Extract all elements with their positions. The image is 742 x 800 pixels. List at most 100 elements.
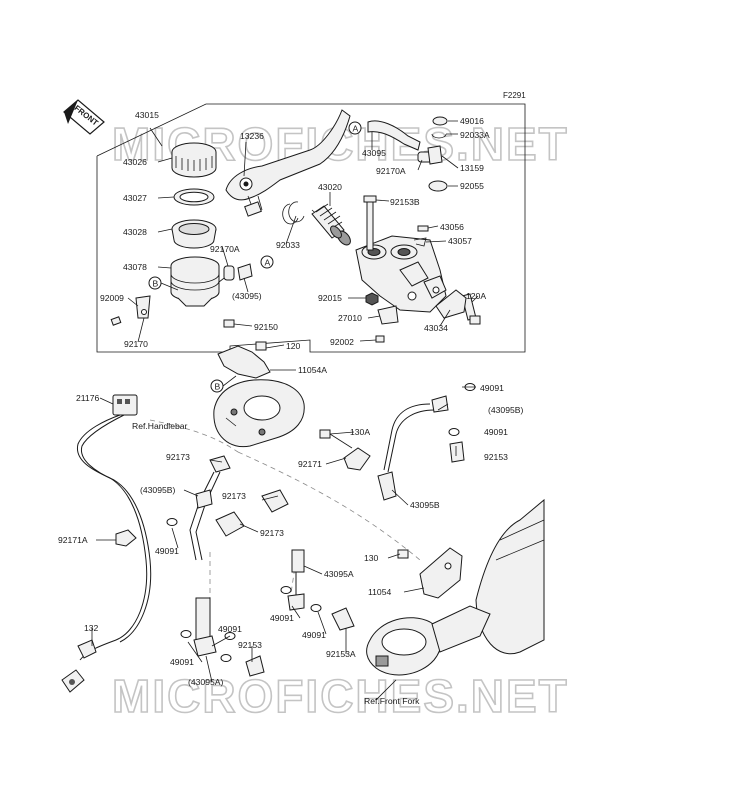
harness-wire: [76, 414, 148, 661]
bolt-92153-b: [245, 655, 265, 677]
callout-labels: 43015 43026 43027 43028 43078 92009 9217…: [58, 110, 523, 706]
callout-43034: 43034: [424, 323, 448, 333]
nut-92015: [365, 292, 379, 306]
hose-43095B: [377, 395, 449, 501]
callout-49091-e: 49091: [302, 630, 326, 640]
bracket-92170: [135, 295, 151, 319]
callout-92055: 92055: [460, 181, 484, 191]
callout-92171A: 92171A: [58, 535, 88, 545]
callout-92150: 92150: [254, 322, 278, 332]
callout-92170: 92170: [124, 339, 148, 349]
washer-49091-f: [180, 630, 192, 638]
handlebar-clamp: [213, 379, 305, 448]
callout-ref-handlebar: Ref.Handlebar: [132, 421, 188, 431]
callout-130A: 130A: [350, 427, 370, 437]
callout-43026: 43026: [123, 157, 147, 167]
callout-49091-d: 49091: [270, 613, 294, 623]
marker-a-1: [260, 255, 274, 269]
clamp-92171A: [115, 529, 137, 547]
callout-92153: 92153: [484, 452, 508, 462]
callout-13159: 13159: [460, 163, 484, 173]
callout-92153-b: 92153: [238, 640, 262, 650]
callout-49091-b: 49091: [484, 427, 508, 437]
callout-43095A: 43095A: [324, 569, 354, 579]
callout-43057: 43057: [448, 236, 472, 246]
reservoir-cap-43026: [171, 142, 217, 178]
callout-43095-top: 43095: [362, 148, 386, 158]
cap-49016: [432, 116, 448, 126]
callout-ref-front-fork: Ref.Front Fork: [364, 696, 420, 706]
callout-92173-c: 92173: [260, 528, 284, 538]
bolt-92153B: [363, 195, 377, 251]
callout-92033A: 92033A: [460, 130, 490, 140]
callout-27010: 27010: [338, 313, 362, 323]
callout-43095B: 43095B: [410, 500, 440, 510]
callout-92033: 92033: [276, 240, 300, 250]
marker-a-2-label: A: [353, 124, 359, 134]
callout-92173-a: 92173: [166, 452, 190, 462]
bracket-11054: [397, 547, 463, 599]
watermark-bottom: MICROFICHES.NET: [112, 670, 569, 722]
callout-120A: 120A: [466, 291, 486, 301]
callout-43095B-paren: (43095B): [488, 405, 523, 415]
marker-a-2: [348, 121, 362, 135]
callout-43056: 43056: [440, 222, 464, 232]
callout-92153B: 92153B: [390, 197, 420, 207]
callout-92170A-1: 92170A: [210, 244, 240, 254]
pipe-43095A-lower: [193, 597, 217, 657]
callout-92170A-2: 92170A: [376, 166, 406, 176]
bolt-92153: [449, 441, 465, 463]
clamp-92173-c: [215, 511, 245, 537]
washer-49091-c: [166, 518, 178, 526]
master-cylinder-body: [355, 235, 447, 313]
pipe-43095A: [287, 549, 305, 611]
callout-92153A: 92153A: [326, 649, 356, 659]
reservoir-43078: [170, 256, 233, 307]
washer-49091-e: [310, 604, 322, 612]
switch-21176: [112, 394, 138, 416]
callout-43020: 43020: [318, 182, 342, 192]
clamp-92173-b: [261, 489, 289, 513]
callout-49016: 49016: [460, 116, 484, 126]
clamp-43034: [435, 289, 467, 319]
callout-21176: 21176: [76, 393, 99, 403]
callout-49091-a: 49091: [480, 383, 504, 393]
sensor-132: [77, 639, 97, 659]
figure-code: F2291: [503, 91, 526, 100]
clamp-92170A: [223, 265, 235, 281]
callout-92171: 92171: [298, 459, 322, 469]
bracket-11054A: [217, 341, 271, 379]
piston-43020: [282, 203, 351, 246]
o-ring-92055: [428, 180, 448, 192]
diaphragm-43028: [171, 219, 217, 249]
washer-49091-d: [280, 586, 292, 594]
callout-43095-paren: (43095): [232, 291, 262, 301]
marker-b-1-label: B: [153, 279, 159, 289]
marker-b-2-label: B: [215, 382, 221, 392]
lever-13236: [225, 109, 351, 217]
callout-49091-f: 49091: [218, 624, 242, 634]
callout-43095A-paren: (43095A): [188, 677, 223, 687]
callout-13236: 13236: [240, 131, 264, 141]
washer-49091-g: [220, 654, 232, 662]
cap-43095: [237, 263, 253, 281]
callout-43078: 43078: [123, 262, 147, 272]
callout-43095B-paren-2: (43095B): [140, 485, 175, 495]
callout-43028: 43028: [123, 227, 147, 237]
clip-92033A: [431, 133, 447, 139]
screw-92002: [375, 335, 385, 343]
group-frame: [96, 103, 526, 353]
connector-end: [61, 669, 85, 693]
screw-92009: [110, 316, 122, 326]
callout-11054: 11054: [368, 587, 391, 597]
callout-132: 132: [84, 623, 99, 633]
callout-11054A: 11054A: [298, 365, 327, 375]
callout-92009: 92009: [100, 293, 124, 303]
switch-27010: [377, 305, 399, 325]
callout-49091-g: 49091: [170, 657, 194, 667]
callout-92002: 92002: [330, 337, 354, 347]
front-fork: [366, 498, 545, 676]
screw-92150: [223, 319, 235, 328]
clip-43057: [413, 237, 427, 247]
